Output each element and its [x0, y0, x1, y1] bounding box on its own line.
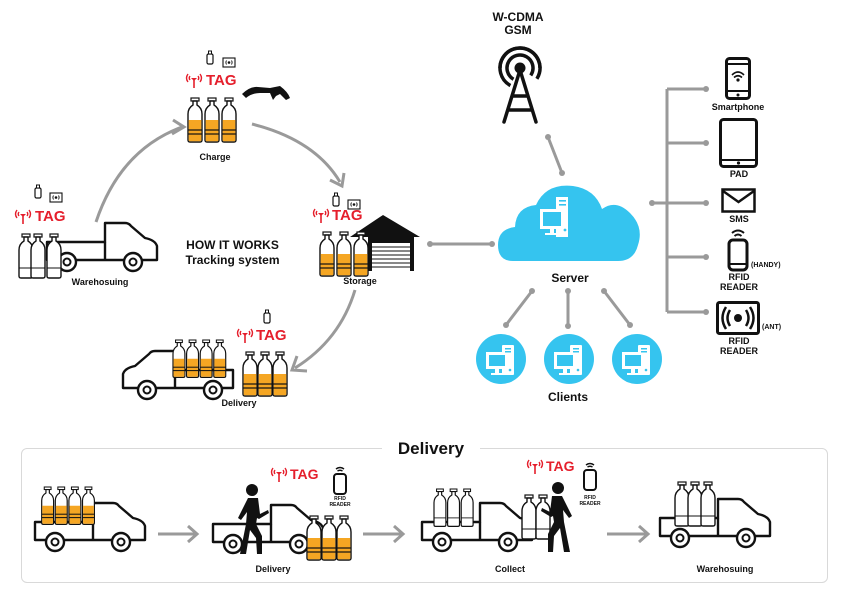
device-note-handy: (HANDY)	[751, 262, 781, 269]
person-walking-icon	[238, 484, 269, 554]
panel-step-label: Delivery	[255, 564, 291, 574]
tag-label: TAG	[546, 458, 575, 474]
step-label: Storage	[343, 276, 377, 286]
label-line-1: RFID	[728, 272, 750, 282]
title-line-2: Tracking system	[185, 253, 280, 267]
cycle-arrows	[94, 86, 709, 373]
tag-label: TAG	[290, 466, 319, 482]
step-label: Warehosuing	[71, 277, 129, 287]
device-label-smartphone: Smartphone	[711, 102, 765, 112]
envelope-icon	[721, 188, 756, 213]
device-label-pad: PAD	[729, 169, 749, 179]
caption-line-1: RFID	[334, 496, 346, 502]
tower-label-line-2: GSM	[504, 23, 532, 37]
server-label: Server	[551, 271, 589, 285]
title-line-1: HOW IT WORKS	[186, 238, 279, 252]
label-line-2: READER	[719, 346, 758, 356]
tag-label: TAG	[256, 327, 287, 344]
panel-arrow-3	[607, 524, 651, 544]
rfid-handy-reader-icon	[583, 462, 597, 491]
person-walking-icon	[541, 482, 572, 552]
fuel-nozzle-icon	[242, 86, 290, 100]
rfid-handy-reader-icon	[727, 229, 749, 272]
connector-server-client-1	[504, 290, 534, 326]
rfid-antenna-reader-icon	[716, 301, 760, 335]
caption-line-2: READER	[579, 501, 601, 507]
step-label: Delivery	[221, 398, 257, 408]
clients-label: Clients	[547, 390, 588, 404]
panel-arrow-1	[158, 524, 200, 544]
cell-tower-icon	[498, 46, 542, 124]
device-note-ant: (ANT)	[762, 324, 782, 331]
client-pc-icon	[544, 334, 594, 384]
cylinders-icon	[306, 515, 352, 561]
warehouse-building-icon	[350, 215, 420, 271]
arrow-warehousing-to-charge	[94, 125, 183, 223]
client-pc-icon	[612, 334, 662, 384]
caption-line-1: RFID	[584, 495, 596, 501]
antenna-icon	[526, 459, 544, 475]
panel-arrow-2	[363, 524, 406, 544]
connector-server-client-3	[602, 290, 632, 326]
label-line-2: READER	[719, 282, 758, 292]
step-label: Charge	[199, 152, 231, 162]
tag-label: TAG	[332, 207, 363, 224]
arrow-charge-to-storage	[251, 122, 342, 183]
diagram-title: HOW IT WORKS Tracking system	[175, 238, 290, 268]
rfid-reader-caption: RFID READER	[577, 495, 603, 507]
tower-label-line-1: W-CDMA	[492, 10, 544, 24]
smartphone-icon	[725, 57, 751, 100]
rfid-reader-caption: RFID READER	[327, 496, 353, 508]
tower-label: W-CDMA GSM	[488, 11, 548, 37]
panel-step-label: Collect	[494, 564, 525, 574]
tablet-icon	[719, 118, 758, 168]
arrow-storage-to-delivery	[294, 289, 357, 370]
client-pc-icon	[476, 334, 526, 384]
connector-tower-server	[546, 136, 564, 174]
caption-line-2: READER	[329, 502, 351, 508]
device-label-sms: SMS	[729, 214, 749, 224]
tag-label: TAG	[35, 208, 66, 225]
device-label-rfid-handy: RFID READER	[719, 272, 759, 292]
truck-cargo-icon	[433, 488, 474, 527]
server-cloud-icon	[498, 185, 640, 261]
delivery-panel-title: Delivery	[382, 438, 480, 460]
rfid-handy-reader-icon	[333, 466, 347, 495]
antenna-icon	[270, 467, 288, 483]
device-label-rfid-ant: RFID READER	[719, 336, 759, 356]
tag-label: TAG	[206, 72, 237, 89]
truck-cargo-icon	[674, 481, 716, 527]
label-line-1: RFID	[728, 336, 750, 346]
panel-step-label: Warehosuing	[696, 564, 754, 574]
